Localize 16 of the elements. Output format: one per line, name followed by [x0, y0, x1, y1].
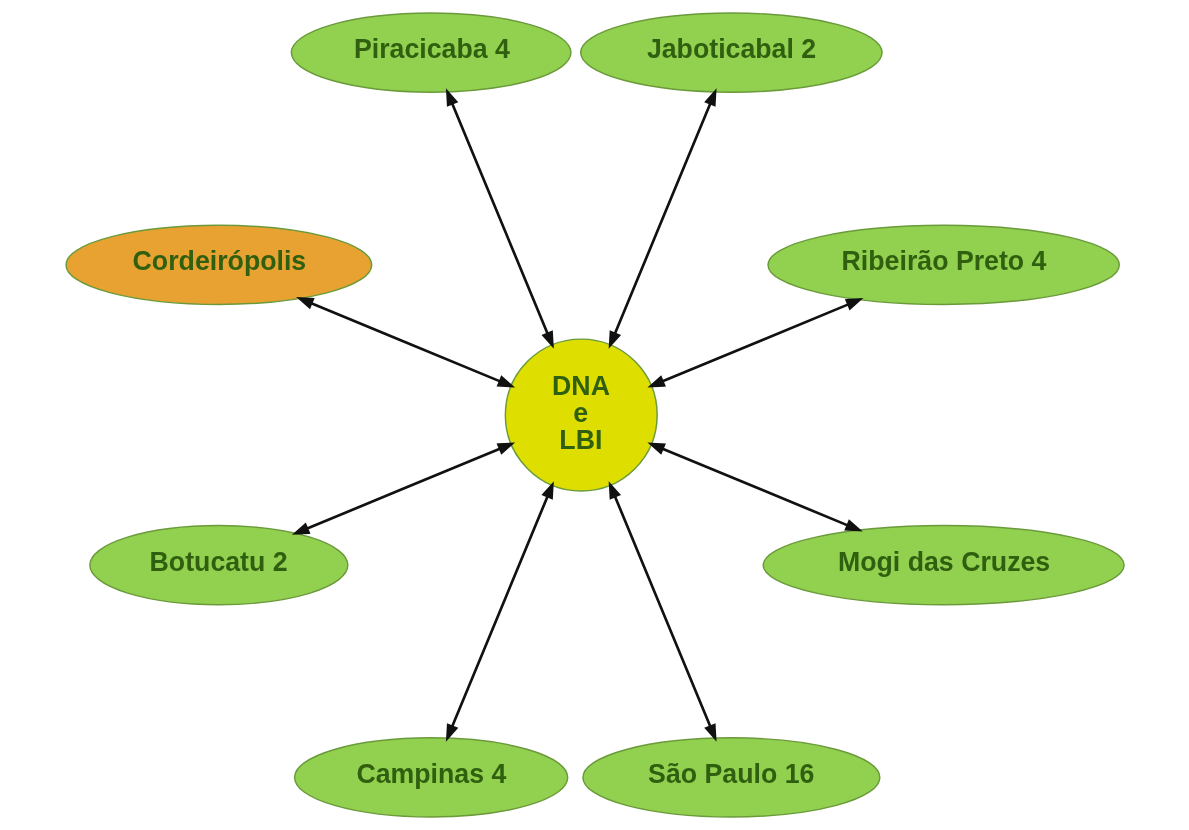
- arrow: [445, 481, 554, 742]
- arrow: [646, 442, 863, 532]
- node-ellipse: Ribeirão Preto 4: [766, 224, 1120, 306]
- arrow: [291, 442, 515, 535]
- arrow: [295, 296, 515, 388]
- arrow: [445, 88, 554, 349]
- node-ellipse: Mogi das Cruzes: [761, 524, 1125, 606]
- node-ellipse: Piracicaba 4: [290, 12, 572, 93]
- arrow: [646, 298, 863, 388]
- node-circle: DNA e LBI: [504, 338, 658, 492]
- arrow: [608, 481, 717, 742]
- node-ellipse: Jaboticabal 2: [579, 12, 883, 93]
- arrow: [608, 88, 717, 349]
- node-ellipse: Cordeirópolis: [64, 224, 372, 306]
- node-ellipse: Campinas 4: [293, 737, 568, 818]
- node-ellipse: São Paulo 16: [581, 737, 881, 818]
